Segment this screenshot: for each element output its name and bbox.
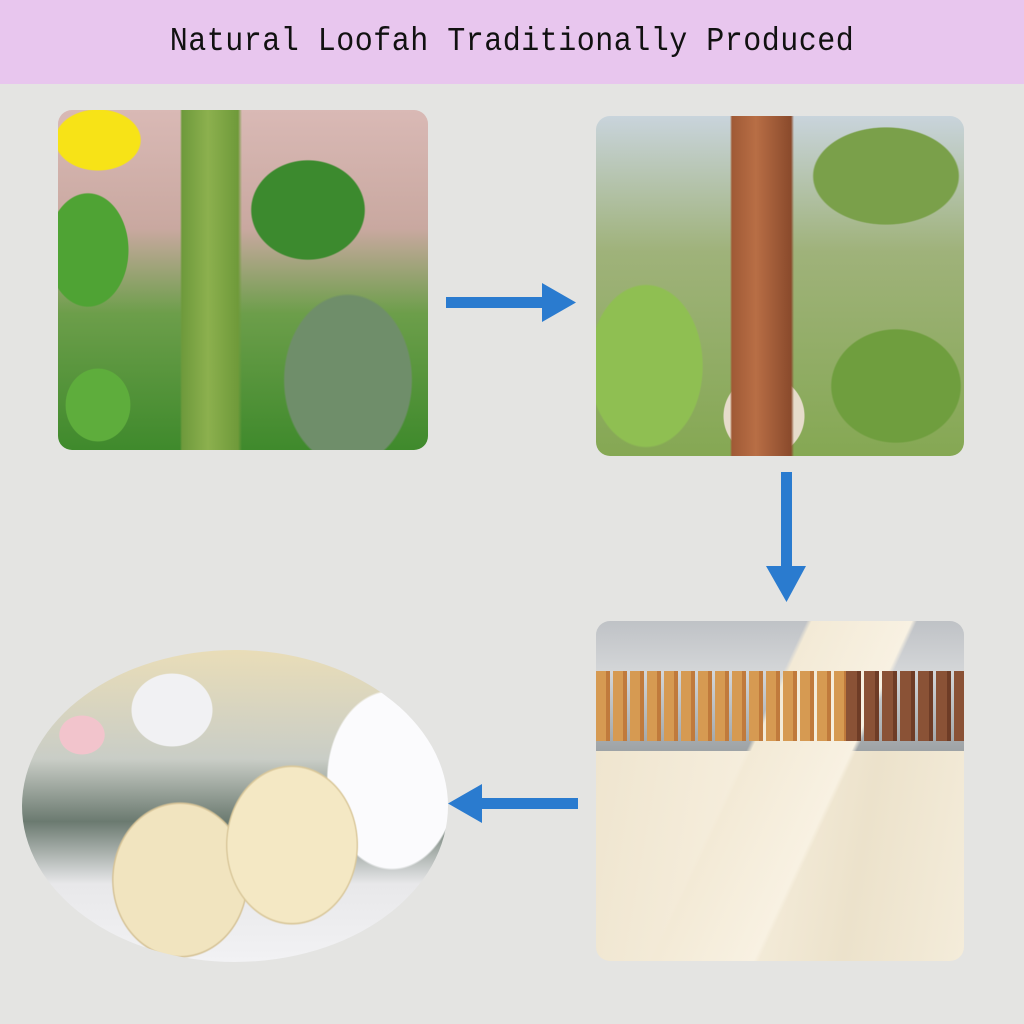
page-title: Natural Loofah Traditionally Produced [169,22,855,62]
step-4-loofah-pads-image [22,650,448,962]
arrow-left-icon [448,784,578,823]
step-2-dried-loofah-image [596,116,964,456]
title-banner: Natural Loofah Traditionally Produced [0,0,1024,84]
arrow-down-icon [766,472,806,602]
step-3-drying-loofah-image [596,621,964,961]
arrow-right-icon [446,283,576,322]
step-1-green-loofah-image [58,110,428,450]
